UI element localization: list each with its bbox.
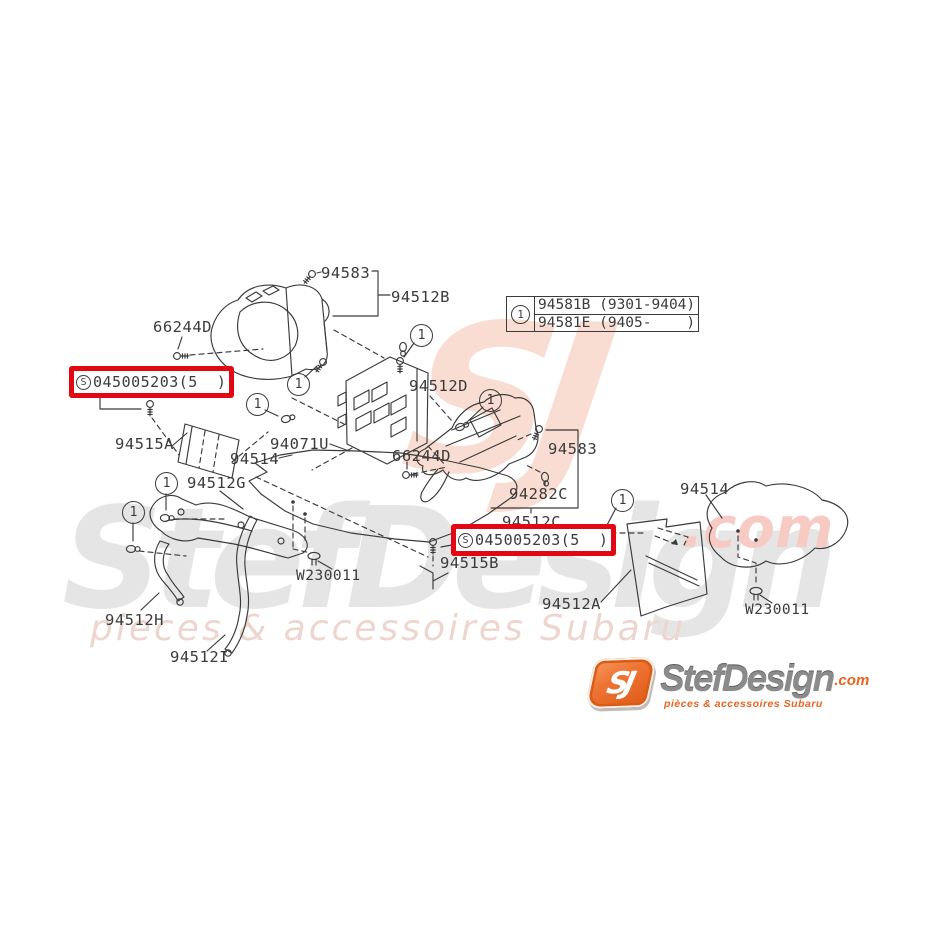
logo-text: StefDesign.com	[660, 658, 869, 700]
part-mat-94514-left	[248, 449, 518, 554]
stefdesign-logo: SJ StefDesign.com pièces & accessoires S…	[584, 652, 869, 724]
part-label-94512d: 94512D	[409, 377, 468, 395]
legend-row-94581b: 94581B (9301-9404)	[538, 297, 696, 313]
part-panel-94512d	[337, 356, 429, 465]
logo-domain-text: .com	[834, 671, 870, 689]
part-label-94512b: 94512B	[391, 288, 450, 306]
part-label-94514-right: 94514	[680, 480, 730, 498]
part-label-94583-right: 94583	[548, 440, 598, 458]
part-label-94512a: 94512A	[542, 595, 601, 613]
legend-box: 1 94581B (9301-9404) 94581E (9405- )	[506, 296, 700, 332]
part-number-text: 045005203(5 )	[93, 373, 227, 391]
part-label-66244d-left: 66244D	[153, 318, 212, 336]
highlighted-part-number-right[interactable]: S 045005203(5 )	[451, 524, 617, 556]
part-mat-94514-right	[706, 481, 849, 587]
part-bracket-94512g	[149, 494, 308, 559]
part-strap-94512i	[224, 515, 258, 657]
s-prefix-icon: S	[76, 374, 91, 390]
legend-callout-number: 1	[511, 304, 530, 324]
s-prefix-icon: S	[458, 532, 473, 548]
callout-1-f: 1	[155, 472, 178, 495]
logo-tagline-text: pièces & accessoires Subaru	[664, 698, 823, 710]
part-strap-94512h	[154, 540, 185, 606]
part-label-94282c: 94282C	[509, 485, 568, 503]
part-number-text: 045005203(5 )	[475, 531, 609, 549]
part-panel-94512a	[626, 518, 708, 617]
part-label-w230011-left: W230011	[296, 568, 361, 584]
part-label-94512i: 94512I	[170, 648, 229, 666]
legend-callout-cell: 1	[507, 297, 534, 331]
part-label-94071u: 94071U	[270, 435, 329, 453]
part-plate-94515a	[177, 423, 269, 479]
callout-1-e: 1	[611, 489, 634, 512]
legend-row-94581e: 94581E (9405- )	[535, 313, 699, 332]
callout-1-b: 1	[287, 373, 310, 396]
part-label-w230011-right: W230011	[745, 602, 810, 618]
part-label-94514-left: 94514	[230, 450, 280, 468]
part-label-66244d-mid: 66244D	[392, 447, 451, 465]
sj-badge-icon: SJ	[584, 656, 658, 710]
highlighted-part-number-left[interactable]: S 045005203(5 )	[69, 366, 235, 398]
part-label-94583-top: 94583	[321, 264, 371, 282]
part-label-94512h: 94512H	[105, 611, 164, 629]
part-label-94515a: 94515A	[115, 435, 174, 453]
callout-1-d: 1	[479, 389, 502, 412]
part-trim-94512c	[416, 393, 539, 503]
part-label-94512g: 94512G	[187, 474, 246, 492]
sj-badge-monogram: SJ	[603, 665, 635, 701]
logo-brand-text: StefDesign	[660, 658, 835, 699]
callout-1-a: 1	[410, 324, 433, 347]
callout-1-c: 1	[246, 393, 269, 416]
callout-1-g: 1	[122, 501, 145, 524]
part-label-94515b: 94515B	[440, 554, 499, 572]
